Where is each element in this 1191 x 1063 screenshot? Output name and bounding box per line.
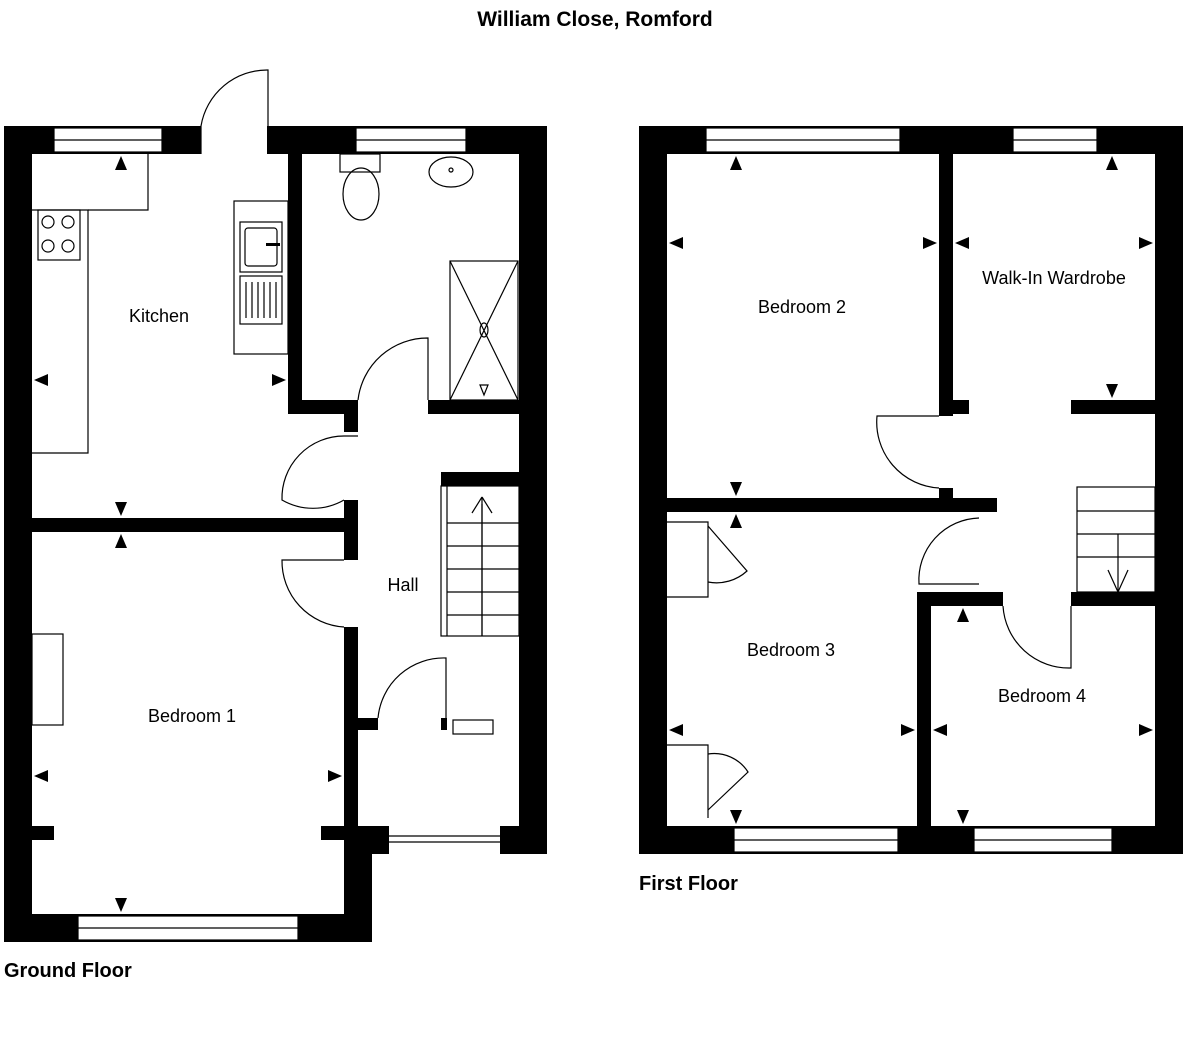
kitchen-fittings	[32, 154, 289, 454]
ground-floor-windows	[53, 127, 500, 941]
ground-floor-stairs	[440, 485, 520, 637]
toilet-icon	[342, 167, 380, 221]
ground-floor-doors	[200, 69, 447, 719]
bathroom-fittings	[339, 153, 519, 401]
first-floor-windows	[705, 127, 1113, 853]
walkin-wardrobe-label: Walk-In Wardrobe	[982, 268, 1126, 288]
chimney-breast	[31, 633, 64, 726]
toilet-cistern-icon	[339, 153, 381, 173]
porch-door	[377, 657, 447, 719]
first-floor-doors	[667, 415, 1072, 818]
sink-icon	[239, 221, 283, 273]
first-floor-dimension-arrows	[669, 156, 1153, 824]
basin-icon	[428, 156, 474, 188]
bedroom1-door	[281, 559, 345, 628]
plan-title: William Close, Romford	[477, 8, 713, 31]
ground-floor-label: Ground Floor	[4, 960, 132, 982]
bedroom2-label: Bedroom 2	[758, 297, 846, 317]
hob-icon	[37, 209, 81, 261]
back-door	[200, 69, 269, 154]
bedroom4-door	[1002, 605, 1072, 669]
first-floor-stairs	[1076, 486, 1156, 593]
ground-floor-walls	[4, 126, 547, 942]
bedroom1-label: Bedroom 1	[148, 706, 236, 726]
bedroom4-label: Bedroom 4	[998, 686, 1086, 706]
bedroom3-door	[918, 517, 980, 585]
hall-label: Hall	[387, 575, 418, 595]
wc-door	[357, 337, 429, 401]
first-floor-label: First Floor	[639, 873, 738, 895]
ground-floor: Kitchen Hall Bedroom 1 Ground Floor	[4, 69, 547, 982]
bedroom2-door	[876, 415, 940, 489]
ground-floor-dimension-arrows	[34, 156, 342, 912]
first-floor-walls	[639, 126, 1183, 854]
bedroom3-label: Bedroom 3	[747, 640, 835, 660]
first-floor: Bedroom 2 Walk-In Wardrobe Bedroom 3 Bed…	[639, 126, 1183, 895]
porch-window	[452, 719, 494, 735]
shower-tray-icon	[449, 260, 519, 401]
kitchen-door	[281, 435, 358, 509]
kitchen-label: Kitchen	[129, 306, 189, 326]
